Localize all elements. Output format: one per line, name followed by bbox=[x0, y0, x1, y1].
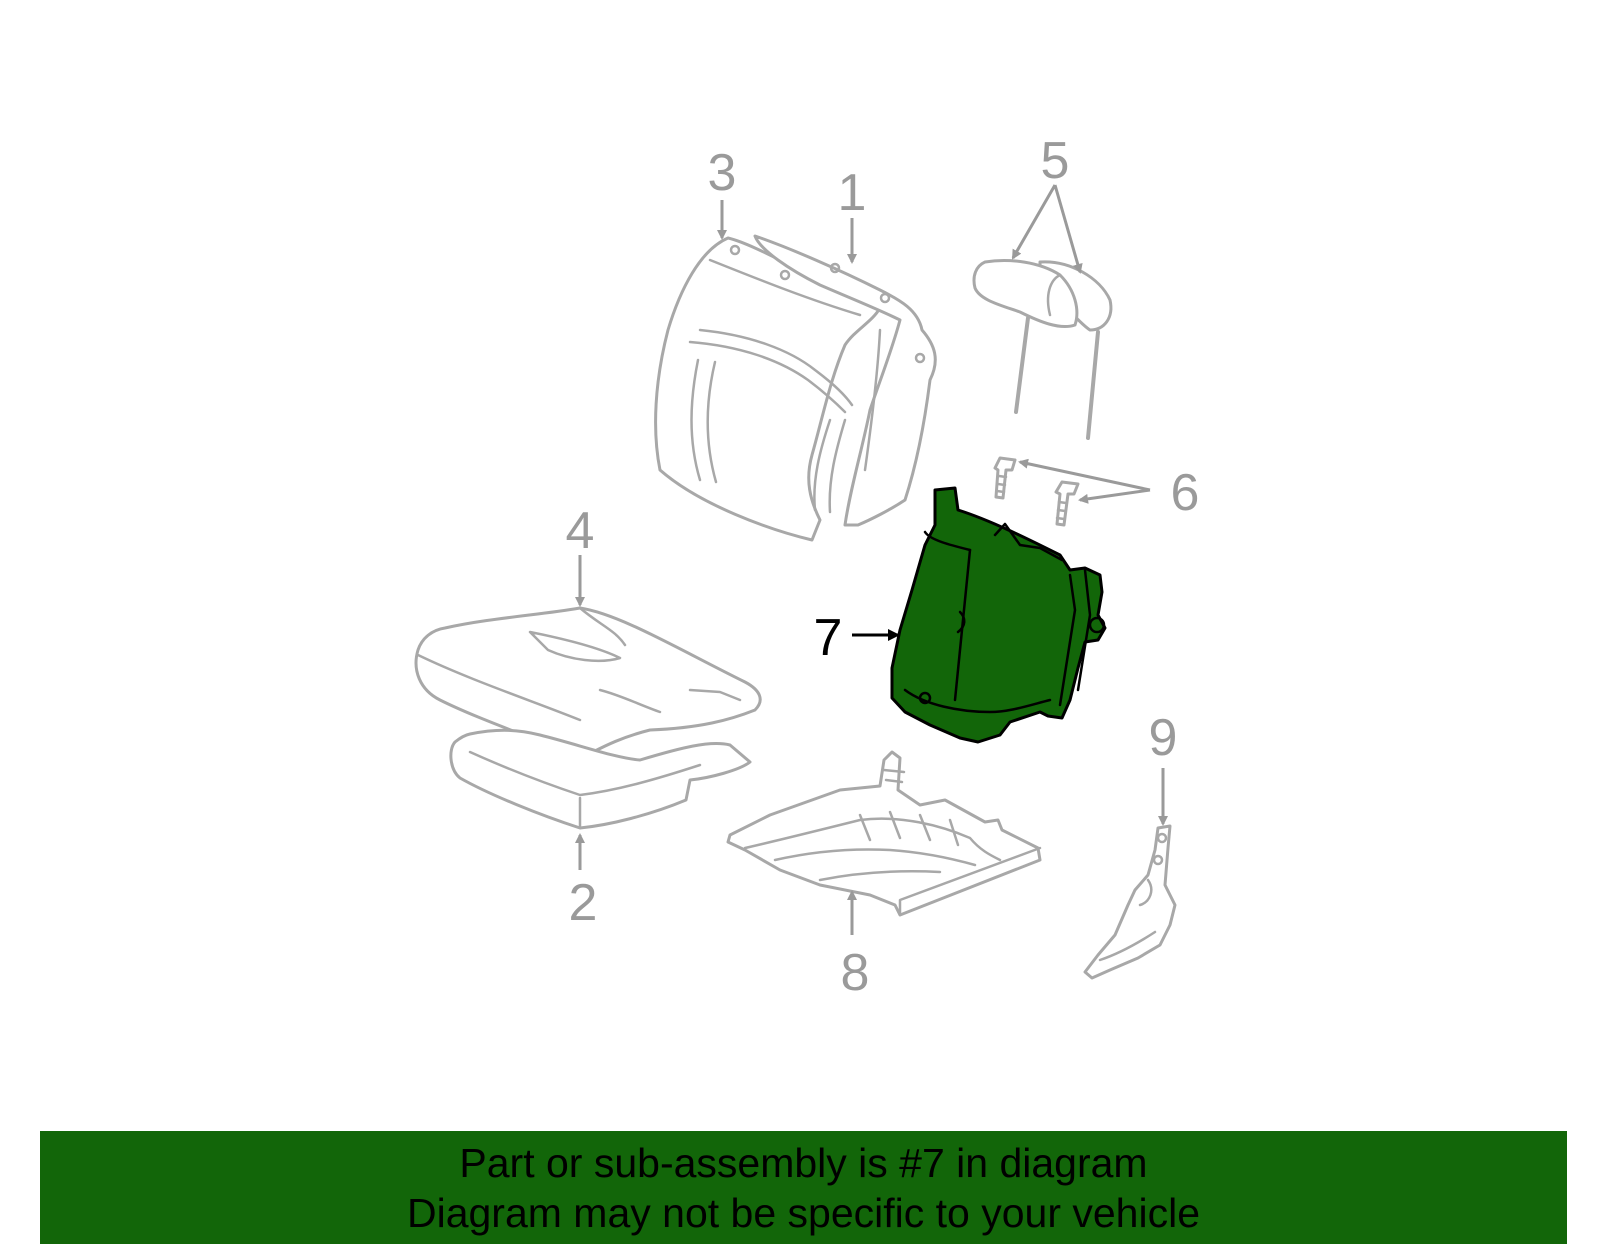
callout-5: 5 bbox=[1041, 132, 1070, 190]
callout-3: 3 bbox=[708, 144, 737, 202]
bolts bbox=[993, 456, 1080, 527]
callout-numbers: 3 1 5 6 4 7 9 2 8 bbox=[566, 132, 1200, 1002]
seat-cushion-pad bbox=[449, 728, 752, 830]
callout-4: 4 bbox=[566, 502, 595, 560]
leader-6b bbox=[1078, 488, 1151, 504]
info-banner: Part or sub-assembly is #7 in diagram Di… bbox=[40, 1131, 1567, 1244]
seat-cushion-frame bbox=[726, 750, 1042, 917]
seat-back-frame-highlighted bbox=[890, 486, 1107, 744]
callout-8: 8 bbox=[841, 944, 870, 1002]
banner-line-disclaimer: Diagram may not be specific to your vehi… bbox=[406, 1189, 1200, 1236]
banner-line-part: Part or sub-assembly is #7 in diagram bbox=[459, 1139, 1148, 1186]
leader-6a bbox=[1018, 458, 1151, 492]
callout-7: 7 bbox=[814, 609, 843, 667]
callout-6: 6 bbox=[1171, 464, 1200, 522]
seat-back-cover bbox=[654, 234, 937, 542]
callout-2: 2 bbox=[569, 874, 598, 932]
callout-9: 9 bbox=[1149, 709, 1178, 767]
parts-diagram: 3 1 5 6 4 7 9 2 8 bbox=[414, 132, 1200, 1002]
hinge-bracket bbox=[1083, 824, 1177, 980]
seat-cushion-cover bbox=[414, 606, 762, 760]
callout-1: 1 bbox=[838, 164, 867, 222]
leader-lines bbox=[575, 184, 1168, 935]
leader-5a bbox=[1011, 184, 1057, 260]
headrests bbox=[972, 259, 1113, 440]
leader-5b bbox=[1053, 184, 1083, 274]
